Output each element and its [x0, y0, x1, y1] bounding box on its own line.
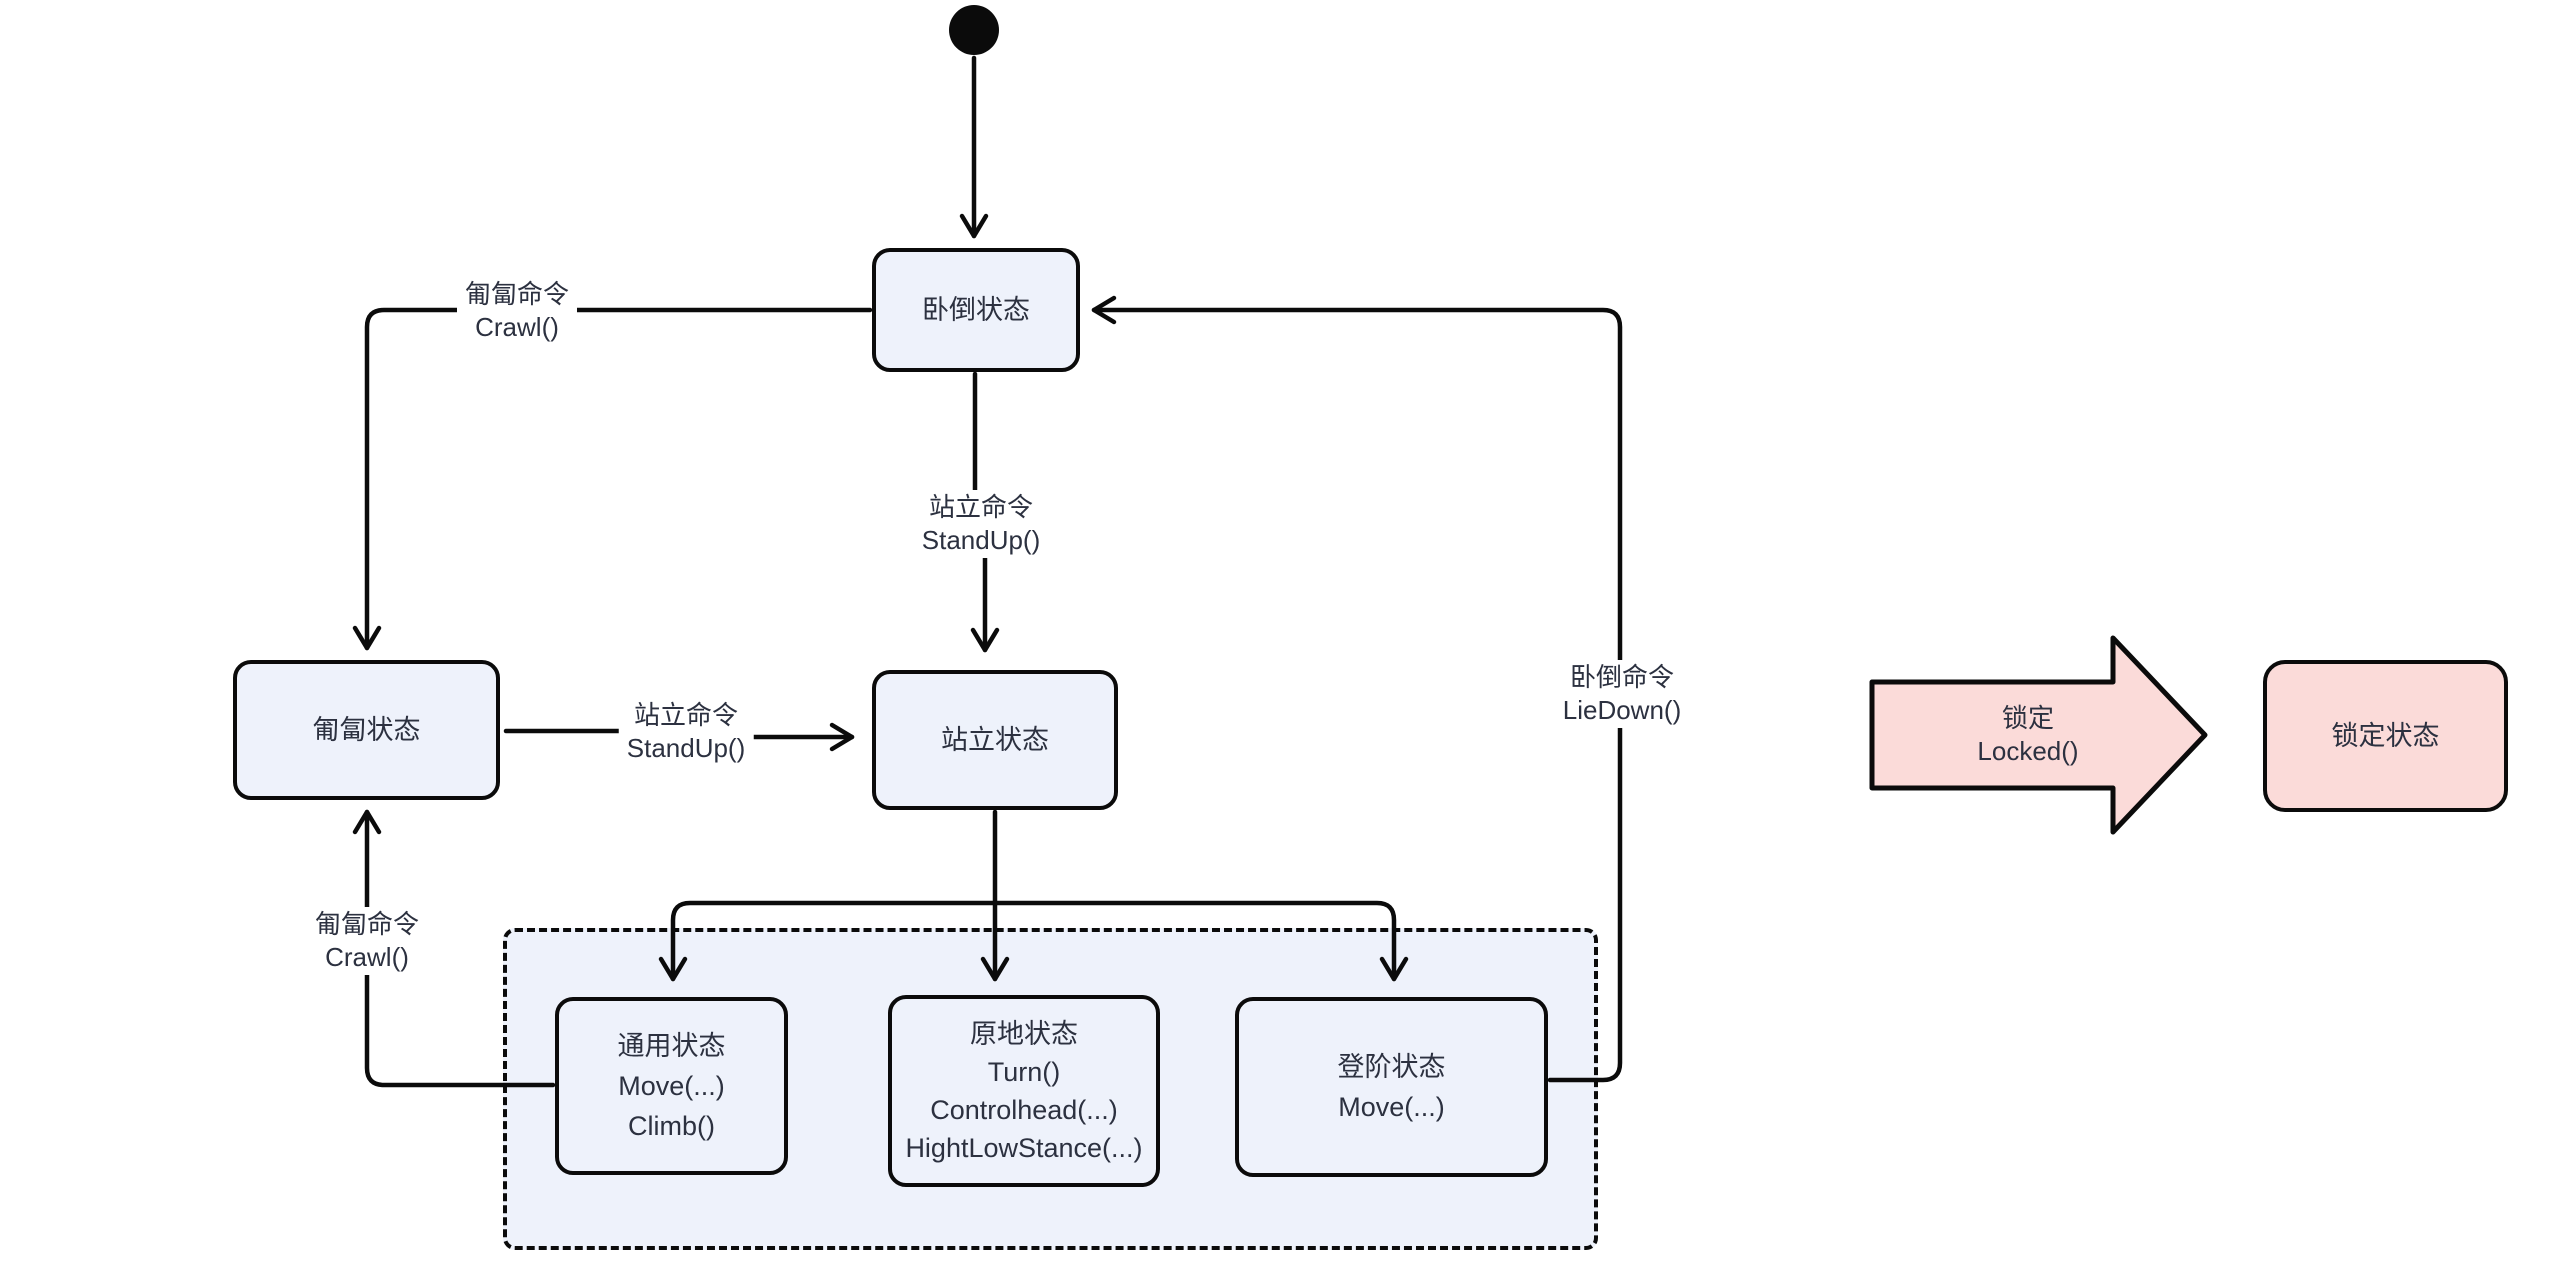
- locked-arrow-shape: [1869, 635, 2208, 835]
- state-node-stairs: 登阶状态 Move(...): [1235, 997, 1548, 1177]
- state-label: 通用状态: [617, 1031, 726, 1061]
- edge-label-liedown-command: 卧倒命令 LieDown(): [1554, 660, 1690, 728]
- state-label: 卧倒状态: [922, 295, 1030, 325]
- state-method: Turn(): [987, 1057, 1061, 1087]
- edge-label-crawl-command-top: 匍匐命令 Crawl(): [456, 277, 578, 345]
- state-label: 登阶状态: [1337, 1052, 1446, 1082]
- state-label: 原地状态: [970, 1019, 1078, 1049]
- state-method: Controlhead(...): [930, 1095, 1118, 1125]
- edge-stand-to-common: [658, 900, 998, 982]
- edge-common-to-crawl: [352, 809, 556, 1088]
- edge-label-locked-command: 锁定 Locked(): [1977, 703, 2079, 766]
- state-node-lie-down: 卧倒状态: [872, 248, 1080, 372]
- edge-label-standup-command-vertical: 站立命令 StandUp(): [913, 490, 1049, 558]
- state-method: HightLowStance(...): [905, 1133, 1143, 1163]
- edge-label-crawl-command-left: 匍匐命令 Crawl(): [306, 907, 428, 975]
- state-method: Move(...): [1338, 1092, 1445, 1122]
- edge-label-standup-command-horizontal: 站立命令 StandUp(): [618, 698, 754, 766]
- state-label: 匍匐状态: [312, 715, 421, 745]
- edge-stand-to-stairs: [992, 900, 1409, 982]
- state-label: 站立状态: [941, 725, 1049, 755]
- initial-state-dot: [949, 5, 999, 55]
- state-node-locked: 锁定状态: [2263, 660, 2508, 812]
- state-node-crawl: 匍匐状态: [233, 660, 500, 800]
- state-node-in-place: 原地状态 Turn() Controlhead(...) HightLowSta…: [888, 995, 1160, 1187]
- state-method: Climb(): [628, 1111, 715, 1141]
- edge-stairs-to-liedown: [1091, 295, 1623, 1083]
- state-method: Move(...): [618, 1071, 725, 1101]
- state-label: 锁定状态: [2331, 721, 2440, 751]
- state-node-common: 通用状态 Move(...) Climb(): [555, 997, 788, 1175]
- edge-liedown-to-crawl: [352, 307, 873, 651]
- state-node-stand: 站立状态: [872, 670, 1118, 810]
